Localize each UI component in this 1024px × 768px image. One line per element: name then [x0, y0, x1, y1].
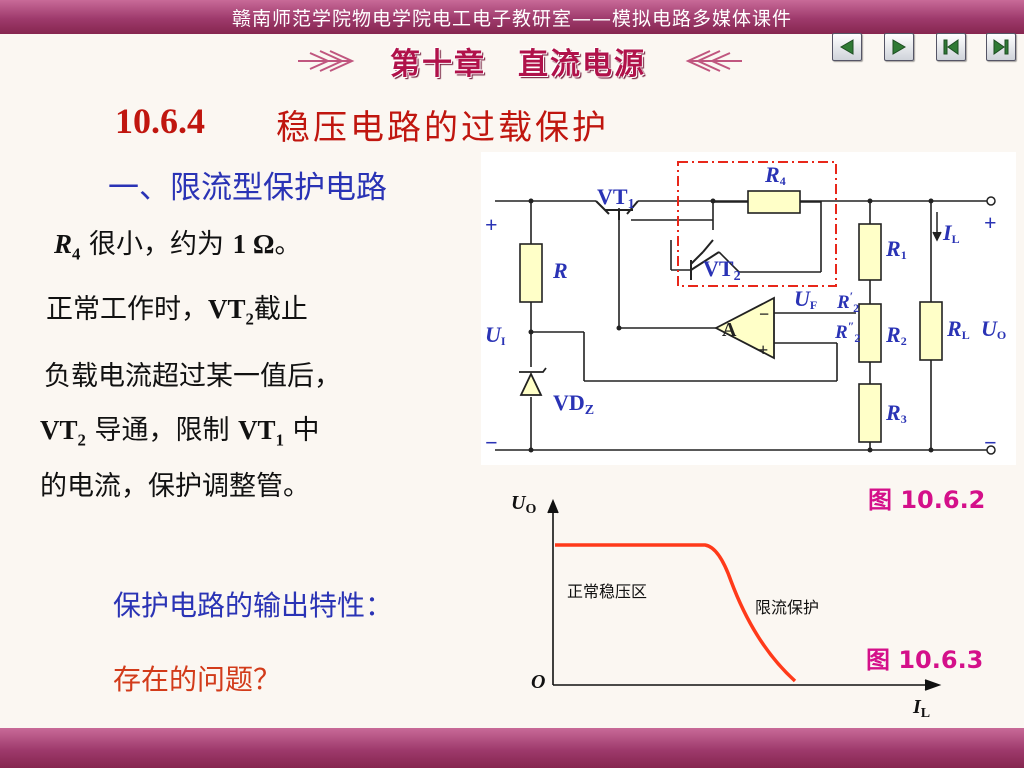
terminal-out-plus: [986, 196, 996, 206]
header-title: 赣南师范学院物电学院电工电子教研室——模拟电路多媒体课件: [231, 7, 792, 30]
y-axis-arrow-icon: [547, 498, 559, 514]
label-uf: UF: [794, 286, 817, 312]
note-normal: 正常工作时，VT2截止: [46, 287, 308, 329]
output-curve: [555, 543, 797, 683]
label-vt2: VT2: [703, 256, 741, 284]
label-r2-prime: R′2: [836, 289, 859, 315]
prev-slide-button[interactable]: [832, 33, 862, 61]
note-overload-line2: VT2 导通，限制 VT1 中: [40, 408, 320, 450]
protection-box: [677, 161, 837, 287]
first-slide-icon: [943, 39, 959, 55]
note-r4-end: 。: [274, 229, 302, 260]
label-r2: R2: [885, 322, 907, 348]
label-r2-double-prime: R″2: [834, 319, 860, 345]
current-arrow-icon: [932, 212, 942, 242]
note-vt2-sub: 2: [77, 430, 86, 450]
label-r: R: [552, 258, 568, 283]
note-r4: R4 很小，约为 1 Ω。: [54, 222, 301, 264]
chapter-banner: 第十章 直流电源: [290, 40, 750, 82]
next-slide-icon: [892, 39, 906, 55]
note-vt2: VT: [40, 415, 78, 445]
resistor-r: [519, 243, 543, 303]
resistor-r1: [858, 223, 882, 281]
chapter-title: 第十章 直流电源: [390, 47, 646, 82]
label-plus-left: +: [485, 212, 498, 237]
graph-origin: O: [531, 671, 545, 693]
label-amp: A: [722, 319, 737, 341]
transistor-vt2: [690, 239, 720, 280]
figure-label-10-6-3: 图 10.6.3: [866, 646, 984, 674]
circuit-diagram: + + − − VT1 VT2 R4 R R1 R2 R3 RL UI UO U…: [481, 152, 1016, 465]
terminal-out-minus: [986, 445, 996, 455]
zener-diode: [519, 367, 547, 396]
graph-x-label: IL: [912, 696, 930, 721]
figure-label-10-6-2: 图 10.6.2: [868, 486, 986, 514]
section-number: 10.6.4: [115, 101, 205, 141]
label-r1: R1: [885, 236, 907, 262]
note-vt1-sub: 1: [275, 430, 284, 450]
header-bar: 赣南师范学院物电学院电工电子教研室——模拟电路多媒体课件: [0, 0, 1024, 34]
output-characteristic-graph: UO IL O 正常稳压区 限流保护: [511, 492, 942, 721]
x-axis-arrow-icon: [924, 679, 942, 691]
label-vdz: VDZ: [553, 390, 594, 418]
resistor-rl: [919, 301, 943, 361]
note-normal-vt: VT: [208, 294, 246, 324]
label-rl: RL: [946, 316, 970, 342]
transistor-vt1: [595, 200, 639, 220]
subsection-title: 一、限流型保护电路: [108, 170, 387, 206]
prev-slide-icon: [840, 39, 854, 55]
graph-region-limit: 限流保护: [755, 598, 819, 617]
label-minus-left: −: [485, 430, 498, 455]
label-r4: R4: [764, 162, 786, 188]
resistor-r3: [858, 383, 882, 443]
first-slide-button[interactable]: [936, 33, 966, 61]
note-overload-line1: 负载电流超过某一值后，: [44, 361, 341, 392]
question-output-characteristic: 保护电路的输出特性：: [113, 589, 394, 622]
label-r3: R3: [885, 400, 907, 426]
label-ui: UI: [485, 322, 506, 348]
note-normal-sub: 2: [245, 309, 254, 329]
footer-bar: [0, 728, 1024, 768]
note-normal-end: 截止: [253, 294, 308, 325]
note-overload-line3: 的电流，保护调整管。: [40, 471, 310, 502]
label-amp-plus: +: [758, 340, 768, 360]
resistor-r2: [858, 303, 882, 363]
next-slide-button[interactable]: [884, 33, 914, 61]
note-r4-value: 1 Ω: [232, 229, 275, 259]
note-vt1: VT: [238, 415, 276, 445]
last-slide-icon: [993, 39, 1009, 55]
section-title: 稳压电路的过载保护: [276, 108, 609, 148]
note-overload-end: 中: [283, 415, 320, 446]
label-vt1: VT1: [597, 184, 635, 212]
note-normal-text: 正常工作时，: [46, 294, 208, 325]
resistor-r4: [747, 190, 801, 214]
note-overload-mid: 导通，限制: [85, 415, 239, 446]
ornament-arrows-icon: [298, 50, 742, 72]
graph-y-label: UO: [511, 492, 536, 517]
label-plus-right: +: [984, 210, 997, 235]
op-amp: [714, 296, 775, 360]
note-r4-sub: 4: [72, 244, 81, 264]
last-slide-button[interactable]: [986, 33, 1016, 61]
label-minus-right: −: [984, 430, 997, 455]
note-r4-text: 很小，约为: [80, 229, 233, 260]
label-amp-minus: −: [759, 304, 769, 324]
label-il: IL: [942, 220, 960, 246]
note-r4-symbol: R: [54, 229, 73, 259]
question-existing-problem: 存在的问题？: [113, 663, 282, 696]
graph-region-normal: 正常稳压区: [567, 582, 647, 601]
label-uo: UO: [981, 316, 1006, 342]
